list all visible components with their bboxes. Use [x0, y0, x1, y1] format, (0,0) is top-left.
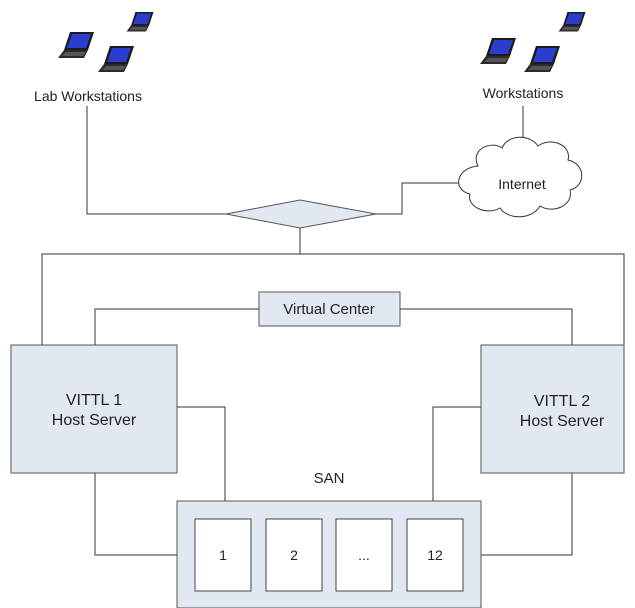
- laptop-icon: [58, 32, 94, 58]
- san-disk: [265, 518, 323, 592]
- san-disk: [194, 518, 252, 592]
- san-disk: [406, 518, 464, 592]
- server-2-role: Host Server: [520, 413, 605, 430]
- server-1-name: VITTL 1: [66, 392, 122, 409]
- internet-cloud: Internet: [458, 136, 583, 218]
- server-1-role: Host Server: [52, 412, 137, 429]
- lab-workstations-group: Lab Workstations: [34, 12, 154, 104]
- san-disk: [335, 518, 393, 592]
- virtual-center-box: Virtual Center: [258, 291, 401, 327]
- laptop-icon: [126, 12, 154, 32]
- connection-lines: [41, 106, 625, 556]
- cloud-icon: [458, 136, 583, 218]
- laptop-icon: [524, 46, 560, 72]
- workstations-label: Workstations: [483, 85, 564, 101]
- switch-icon: [225, 199, 377, 229]
- host-server-2: VITTL 2 Host Server: [480, 344, 625, 474]
- san-disk-label: 12: [427, 547, 443, 563]
- san-disk-label: 2: [290, 547, 298, 563]
- laptop-icon: [480, 38, 516, 64]
- laptop-icon: [98, 46, 134, 72]
- server-2-name: VITTL 2: [534, 393, 590, 410]
- san-disk-label: ...: [358, 547, 370, 563]
- san-disk-label: 1: [219, 547, 227, 563]
- host-server-1: VITTL 1 Host Server: [10, 344, 178, 474]
- workstations-group: Workstations: [480, 12, 586, 101]
- san-label: SAN: [314, 470, 345, 487]
- laptop-icon: [558, 12, 586, 32]
- internet-label: Internet: [498, 176, 546, 192]
- virtual-center-label: Virtual Center: [283, 301, 374, 318]
- lab-workstations-label: Lab Workstations: [34, 88, 142, 104]
